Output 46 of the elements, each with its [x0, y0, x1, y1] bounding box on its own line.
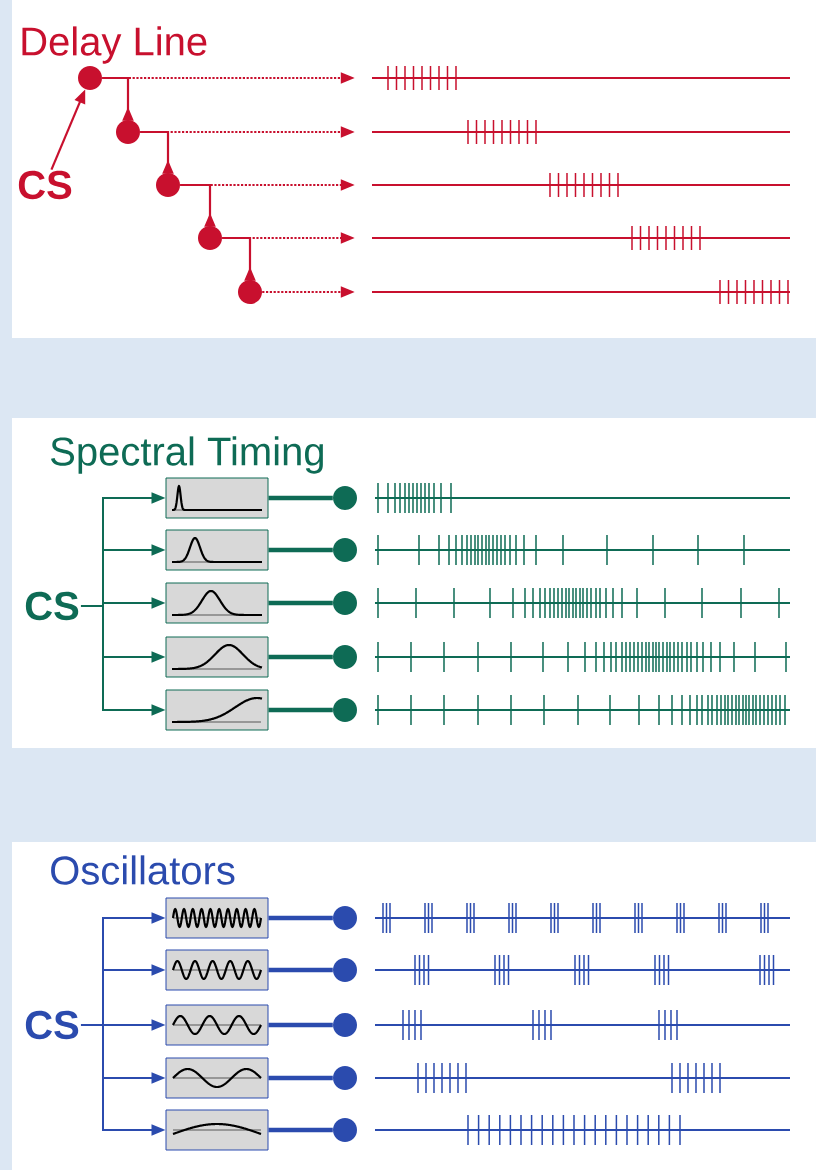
arrow — [180, 183, 216, 227]
neuron-circle — [333, 1013, 357, 1037]
spike-train — [372, 119, 790, 145]
connector-line — [268, 547, 333, 553]
neuron-circle — [333, 958, 357, 982]
filter-box — [165, 689, 269, 731]
neuron-circle — [333, 645, 357, 669]
panel-title: Delay Line — [22, 26, 207, 64]
neuron-circle — [333, 698, 357, 722]
neuron-circle — [333, 591, 357, 615]
stimulus-label: CS — [18, 170, 72, 200]
stimulus-label: CS — [25, 1010, 79, 1040]
arrow — [222, 236, 256, 281]
connector-line — [268, 654, 333, 660]
panel-title: Oscillators — [51, 855, 235, 885]
connector-line — [268, 1075, 333, 1081]
neuron-circle — [333, 538, 357, 562]
spike-train — [372, 172, 790, 198]
filter-box — [165, 1109, 269, 1151]
filter-box — [165, 636, 269, 678]
filter-box — [165, 1004, 269, 1046]
neuron-circle — [333, 1066, 357, 1090]
connector-line — [268, 600, 333, 606]
connector-line — [268, 1127, 333, 1133]
filter-box — [165, 477, 269, 519]
filter-box — [165, 582, 269, 624]
panel-title: Spectral Timing — [51, 436, 323, 474]
arrow — [140, 130, 174, 174]
neuron-circle — [78, 66, 102, 90]
connector-line — [268, 1022, 333, 1028]
neuron-circle — [333, 1118, 357, 1142]
neuron-circle — [333, 486, 357, 510]
arrow — [102, 76, 134, 121]
spike-train — [372, 225, 790, 251]
connector-line — [268, 707, 333, 713]
connector-line — [268, 495, 333, 501]
spike-train — [372, 279, 790, 305]
spike-train — [372, 65, 790, 91]
filter-box — [165, 897, 269, 939]
stimulus-label: CS — [25, 591, 79, 621]
connector-line — [268, 915, 333, 921]
filter-box — [165, 529, 269, 571]
neuron-circle — [333, 906, 357, 930]
connector-line — [268, 967, 333, 973]
filter-box — [165, 1057, 269, 1099]
filter-box — [165, 949, 269, 991]
